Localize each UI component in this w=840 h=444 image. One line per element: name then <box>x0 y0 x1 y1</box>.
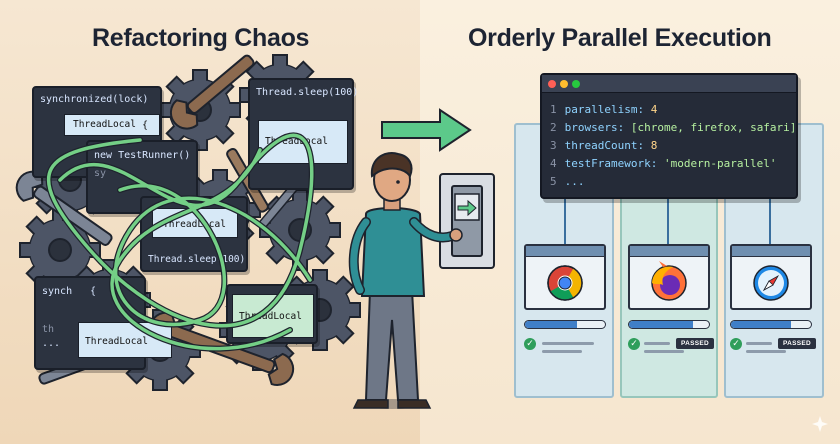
check-icon: ✓ <box>628 338 640 350</box>
title-orderly-parallel-execution: Orderly Parallel Execution <box>468 24 772 52</box>
config-key: parallelism: <box>564 103 645 116</box>
config-line: 5... <box>550 175 585 188</box>
line-number: 3 <box>550 139 557 152</box>
progress-fill <box>629 321 693 328</box>
line-number: 2 <box>550 121 557 134</box>
chrome-icon <box>547 265 583 301</box>
wrench-icon <box>169 54 255 130</box>
sparkle-icon <box>812 416 828 432</box>
developer-person <box>348 152 463 409</box>
status-placeholder-line <box>542 350 582 353</box>
config-value: [chrome, firefox, safari] <box>630 121 797 134</box>
config-key: threadCount: <box>564 139 645 152</box>
code-card-green: ThreadLocal <box>226 284 318 344</box>
progress-bar-firefox <box>628 320 710 329</box>
config-line: 1 parallelism: 4 <box>550 103 657 116</box>
wall-switch-icon <box>439 173 495 269</box>
code-fragment: sy <box>94 168 107 179</box>
code-fragment: th <box>42 324 55 335</box>
code-card-synch: synch { th ... ThreadLocal <box>34 276 172 370</box>
threadlocal-label: ThreadLocal <box>73 119 136 130</box>
progress-fill <box>525 321 577 328</box>
browser-window-firefox <box>628 244 710 310</box>
browser-title-bar <box>732 246 810 257</box>
line-number: 4 <box>550 157 557 170</box>
config-line: 2 browsers: [chrome, firefox, safari] <box>550 121 796 134</box>
browser-window-chrome <box>524 244 606 310</box>
progress-bar-safari <box>730 320 812 329</box>
status-placeholder-line <box>746 350 786 353</box>
line-number: 1 <box>550 103 557 116</box>
status-placeholder-line <box>542 342 594 345</box>
status-placeholder-line <box>644 342 670 345</box>
passed-badge: PASSED <box>778 338 817 349</box>
config-value: 'modern-parallel' <box>663 157 777 170</box>
threadlocal-label-box: ThreadLocal <box>78 322 172 358</box>
config-terminal: 1 parallelism: 4 2 browsers: [chrome, fire… <box>540 73 798 199</box>
status-placeholder-line <box>746 342 772 345</box>
threadlocal-label: ThreadLocal <box>163 219 226 230</box>
check-icon: ✓ <box>730 338 742 350</box>
code-card-center: ThreadLocal Thread.sleep(100) <box>140 196 248 272</box>
browser-window-safari <box>730 244 812 310</box>
code-ellipsis: ... <box>42 338 61 349</box>
close-dot-icon <box>548 80 556 88</box>
config-key: testFramework: <box>564 157 658 170</box>
browser-title-bar <box>630 246 708 257</box>
config-key: ... <box>564 175 585 188</box>
progress-fill <box>731 321 791 328</box>
minimize-dot-icon <box>560 80 568 88</box>
config-line: 3 threadCount: 8 <box>550 139 657 152</box>
line-number: 5 <box>550 175 557 188</box>
check-icon: ✓ <box>524 338 536 350</box>
safari-icon <box>753 265 789 301</box>
config-line: 4 testFramework: 'modern-parallel' <box>550 157 777 170</box>
code-fragment: { <box>90 286 97 297</box>
threadlocal-label: ThreadLocal <box>239 311 302 322</box>
config-value: 8 <box>650 139 658 152</box>
code-fragment: { <box>142 120 149 131</box>
code-snippet: new TestRunner() <box>94 150 191 161</box>
terminal-title-bar <box>542 75 796 93</box>
threadlocal-label: ThreadLocal <box>265 136 328 147</box>
title-refactoring-chaos: Refactoring Chaos <box>92 24 310 52</box>
browser-title-bar <box>526 246 604 257</box>
right-arrow-icon <box>381 108 472 152</box>
progress-bar-chrome <box>524 320 606 329</box>
config-key: browsers: <box>564 121 625 134</box>
threadlocal-label: ThreadLocal <box>85 336 148 347</box>
threadlocal-label-box: ThreadLocal <box>64 114 160 136</box>
config-value: 4 <box>650 103 658 116</box>
code-snippet: synchronized(lock) <box>40 94 149 105</box>
passed-badge: PASSED <box>676 338 715 349</box>
code-snippet: Thread.sleep(100) <box>148 254 246 265</box>
maximize-dot-icon <box>572 80 580 88</box>
code-snippet: Thread.sleep(100) <box>256 87 359 98</box>
status-placeholder-line <box>644 350 684 353</box>
code-snippet: synch <box>42 286 73 297</box>
firefox-icon <box>651 261 687 301</box>
